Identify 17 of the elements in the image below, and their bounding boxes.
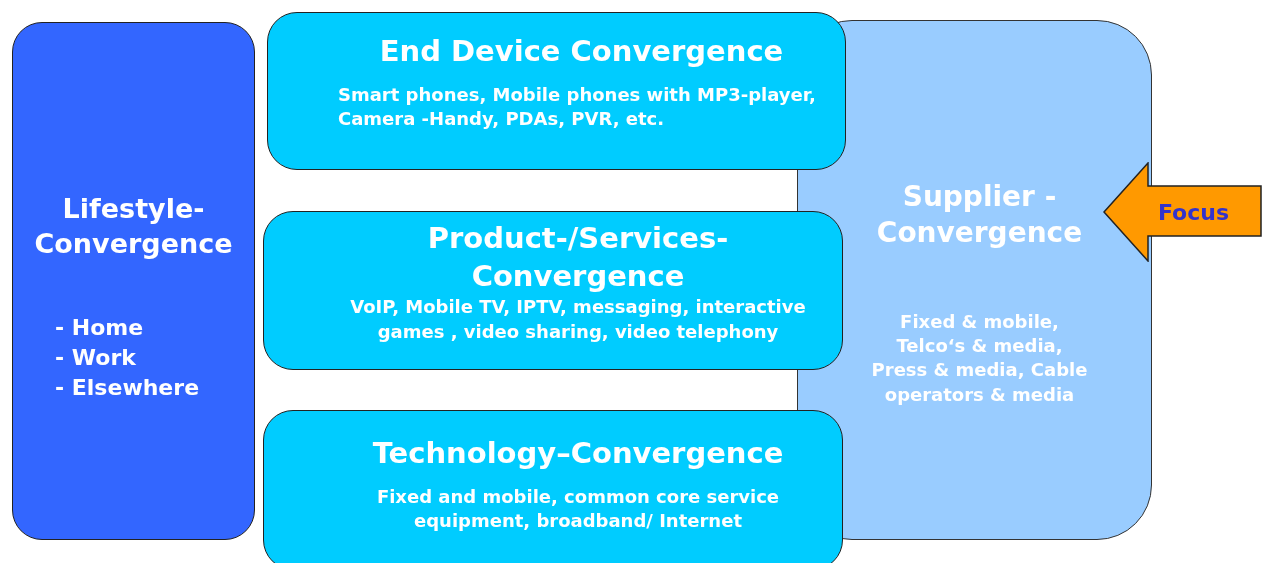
box-description: Fixed & mobile, Telco‘s & media, Press & media, Cable operators & media bbox=[870, 309, 1089, 407]
convergence-box bbox=[263, 211, 843, 370]
lifestyle-box bbox=[12, 22, 255, 540]
box-heading: End Device Convergence bbox=[378, 33, 785, 70]
box-heading: Product-/Services-Convergence bbox=[426, 220, 730, 295]
arrow-label: Focus bbox=[1157, 199, 1229, 225]
convergence-box bbox=[263, 410, 843, 563]
box-heading: Technology–Convergence bbox=[371, 435, 785, 472]
box-description: Fixed and mobile, common core service equipment, broadband/ Internet bbox=[375, 484, 781, 533]
list-item: - Work bbox=[55, 343, 136, 372]
box-heading: Lifestyle-Convergence bbox=[33, 192, 234, 262]
convergence-box bbox=[267, 12, 846, 170]
box-heading: Supplier - Convergence bbox=[875, 179, 1084, 252]
box-description: VoIP, Mobile TV, IPTV, messaging, interactive games , video sharing, video telephony bbox=[349, 295, 807, 344]
box-description: Smart phones, Mobile phones with MP3-player, Camera -Handy, PDAs, PVR, etc. bbox=[338, 82, 817, 131]
list-item: - Home bbox=[55, 314, 144, 343]
list-item: - Elsewhere bbox=[55, 373, 200, 402]
